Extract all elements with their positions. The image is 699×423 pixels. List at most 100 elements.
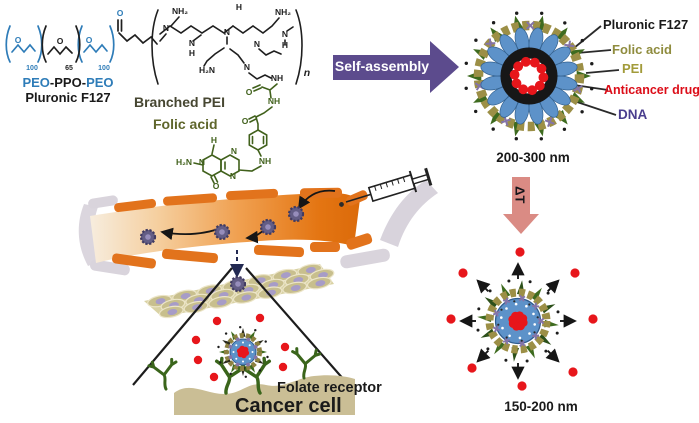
- drug-dot: [193, 355, 203, 365]
- atom-label: NH: [268, 96, 280, 106]
- injection-flow-arrow: [298, 189, 336, 210]
- atom-label: H₂N: [199, 65, 215, 75]
- cell-nucleus: [180, 292, 191, 300]
- zoom-line-right: [245, 267, 353, 390]
- atom-label: H: [282, 40, 288, 50]
- atom-label: 100: [98, 65, 110, 72]
- cell-nucleus: [167, 308, 178, 316]
- atom-label: O: [246, 87, 253, 97]
- vessel-nanoparticle: [213, 223, 231, 241]
- zoom-line-left: [132, 267, 233, 386]
- drug-dot: [255, 313, 265, 323]
- folic-acid-label: Folic acid: [153, 116, 218, 132]
- delta-t-label: ΔT: [512, 186, 528, 204]
- cell-nucleus: [241, 294, 252, 301]
- atom-label: N: [231, 146, 237, 156]
- atom-label: n: [304, 67, 310, 79]
- folate-receptor-icon: [214, 356, 250, 395]
- cancer-cell-label: Cancer cell: [235, 395, 342, 417]
- bound-nanoparticle: [217, 326, 269, 378]
- cell-nucleus: [318, 272, 328, 279]
- drug-dot: [191, 335, 201, 345]
- cell-nucleus: [280, 272, 291, 279]
- atom-label: N: [189, 38, 195, 48]
- release-arrow: [476, 348, 491, 363]
- self-assembly-arrow: [333, 41, 459, 93]
- atom-label: H₂N: [176, 157, 192, 167]
- atom-label: O: [242, 116, 249, 126]
- ppo-segment: PPO: [54, 75, 82, 90]
- cell-nucleus: [216, 299, 227, 306]
- delta-t-arrow: [503, 177, 539, 234]
- atom-label: H: [236, 2, 242, 12]
- atom-label: O: [57, 36, 64, 46]
- syringe-icon: [339, 167, 433, 207]
- atom-label: O: [213, 181, 220, 191]
- callout-folic-acid: Folic acid: [612, 42, 672, 57]
- atom-label: N: [163, 23, 169, 33]
- atom-label: O: [86, 35, 93, 45]
- self-assembly-label: Self-assembly: [334, 58, 430, 74]
- drug-dot: [570, 268, 580, 278]
- peo-ppo-peo-label: PEO-PPO-PEO: [22, 75, 114, 90]
- cell-nucleus: [315, 280, 326, 287]
- drug-dot: [458, 268, 468, 278]
- cell-nucleus: [155, 298, 166, 305]
- atom-label: N: [282, 29, 288, 39]
- branched-pei-label: Branched PEI: [134, 94, 226, 110]
- atom-label: N: [224, 27, 230, 37]
- atom-label: N: [199, 157, 205, 167]
- atom-label: N: [254, 39, 260, 49]
- atom-label: NH₂: [172, 6, 188, 16]
- atom-label: H: [189, 48, 195, 58]
- assembled-size-label: 200-300 nm: [496, 150, 570, 165]
- free-drug-dots: [191, 247, 598, 391]
- atom-label: 65: [65, 65, 73, 72]
- atom-label: NH₂: [275, 7, 291, 17]
- drug-dot: [280, 342, 290, 352]
- drug-dot: [209, 372, 219, 382]
- peo-segment: PEO: [86, 75, 114, 90]
- release-arrow: [545, 279, 560, 294]
- vessel-nanoparticle: [229, 275, 247, 293]
- atom-label: O: [117, 8, 124, 18]
- vessel-nanoparticle: [259, 218, 277, 236]
- callout-dna: DNA: [618, 107, 648, 122]
- atom-label: 100: [26, 65, 38, 72]
- drug-dot: [515, 247, 525, 257]
- drug-dot: [278, 362, 288, 372]
- drug-dot: [212, 316, 222, 326]
- release-arrow: [545, 348, 560, 363]
- vessel-nanoparticle: [287, 205, 305, 223]
- cell-nucleus: [290, 284, 301, 292]
- drug-dot: [446, 314, 456, 324]
- release-arrow: [476, 279, 491, 294]
- peo-segment: PEO: [22, 75, 50, 90]
- drug-dot: [568, 367, 578, 377]
- vessel-wall-gray-right: [380, 180, 438, 247]
- drug-release-arrows: [459, 262, 577, 380]
- atom-label: O: [15, 35, 22, 45]
- branched-pei-structure: [151, 9, 303, 85]
- drug-dot: [517, 381, 527, 391]
- callout-pluronic-f127: Pluronic F127: [603, 17, 689, 32]
- drug-dot: [467, 363, 477, 373]
- pluronic-f127-name: Pluronic F127: [25, 90, 111, 105]
- folate-receptor-label: Folate receptor: [277, 380, 382, 396]
- folate-receptor-icon: [147, 357, 178, 391]
- cell-nucleus: [305, 266, 316, 274]
- vessel-nanoparticle: [139, 228, 157, 246]
- folate-receptor-icon: [291, 347, 322, 380]
- tissue-layer: [144, 263, 335, 319]
- released-size-label: 150-200 nm: [504, 399, 578, 414]
- drug-dot: [588, 314, 598, 324]
- cell-nucleus: [293, 277, 304, 284]
- atom-label: H: [211, 135, 217, 145]
- pluronic-structure: [5, 19, 158, 63]
- atom-label: N: [244, 62, 250, 72]
- assembled-nanoparticle: [464, 11, 594, 141]
- folic-acid-structure: [193, 83, 278, 184]
